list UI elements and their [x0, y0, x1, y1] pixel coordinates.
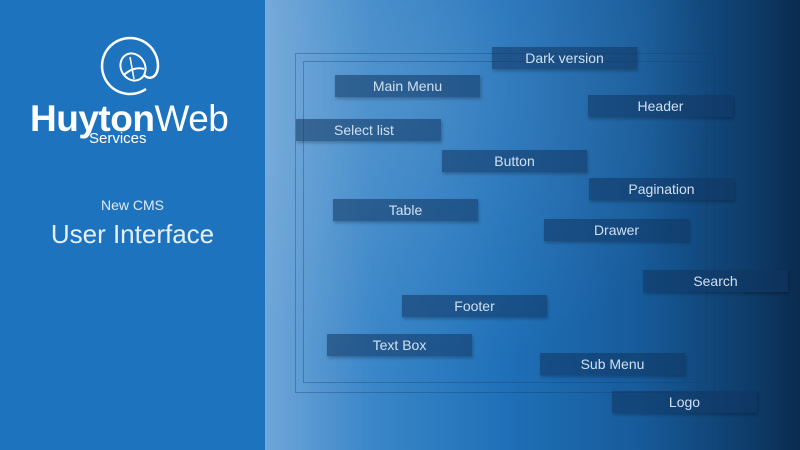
intro-title: User Interface [50, 219, 215, 249]
chip-header: Header [588, 95, 733, 117]
chip-pagination: Pagination [589, 178, 734, 200]
chip-logo: Logo [612, 391, 757, 413]
left-panel: HuytonWeb Services New CMS User Interfac… [0, 0, 265, 450]
chip-button: Button [442, 150, 587, 172]
chip-select-list: Select list [296, 119, 441, 141]
chip-table: Table [333, 199, 478, 221]
brand-tagline: Services [89, 130, 147, 147]
chip-dark-version: Dark version [492, 47, 637, 69]
brand-name-light: Web [154, 98, 229, 139]
chip-drawer: Drawer [544, 219, 689, 241]
at-sign-globe-icon [100, 36, 160, 96]
chip-footer: Footer [402, 295, 547, 317]
brand-name-bold: Huyton [30, 98, 155, 139]
chip-text-box: Text Box [327, 334, 472, 356]
intro-subtitle: New CMS [100, 197, 164, 213]
chip-search: Search [643, 270, 788, 292]
huytonweb-logo: HuytonWeb Services [0, 30, 265, 160]
brand-name: HuytonWeb [30, 98, 229, 140]
chip-sub-menu: Sub Menu [540, 353, 685, 375]
chip-main-menu: Main Menu [335, 75, 480, 97]
